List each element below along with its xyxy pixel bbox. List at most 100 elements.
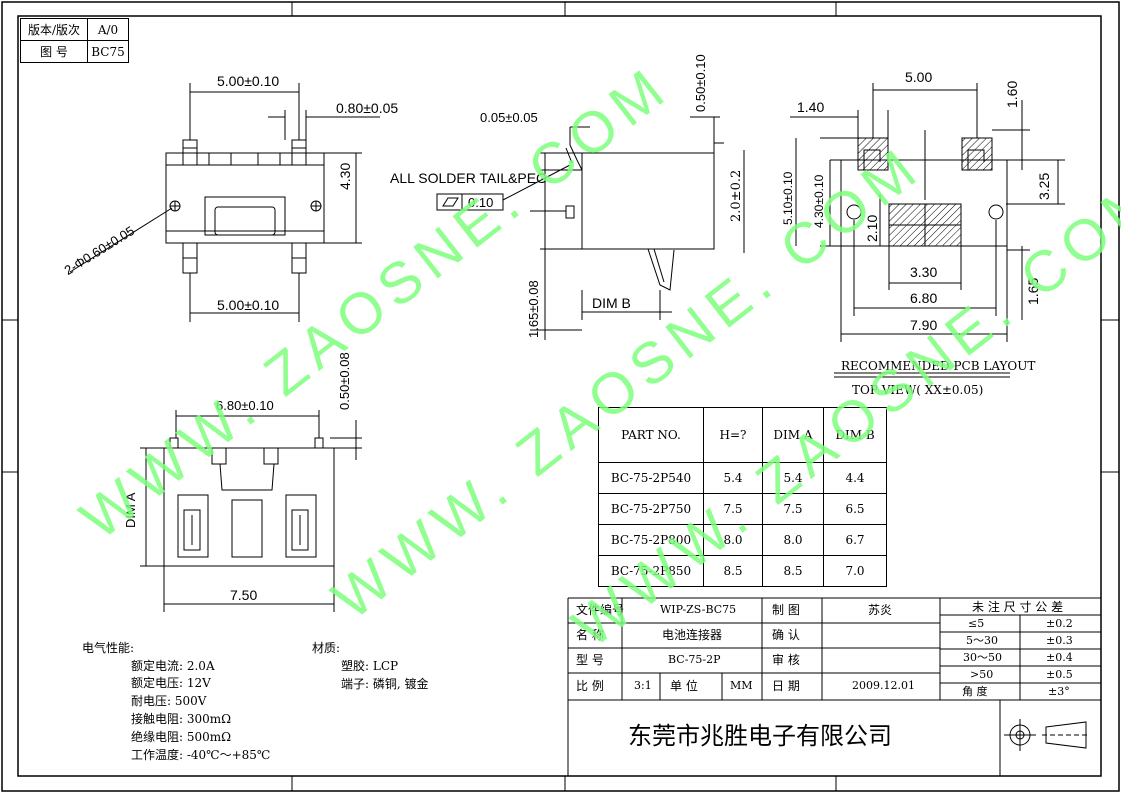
pcb-vert-1: 5.10±0.10: [781, 171, 795, 225]
name-value: 电池连接器: [662, 628, 723, 642]
pcb-pad-width: 1.40: [797, 99, 825, 115]
dim-lead-gap: 0.05±0.05: [480, 110, 538, 125]
drawn-label: 制 图: [772, 603, 800, 617]
part-no-cell: BC-75-2P540: [598, 462, 704, 494]
h-cell: 8.5: [703, 555, 763, 587]
parts-header: H=?: [703, 407, 763, 463]
tolerance-title: 未 注 尺 寸 公 差: [972, 600, 1064, 614]
unit-label: 单 位: [670, 679, 698, 693]
version-value: A/0: [87, 18, 129, 41]
scale-label: 比 例: [576, 679, 604, 693]
tolerance-range: 30～50: [963, 651, 1002, 664]
revision-block: 版本/版次 A/0 图 号 BC75: [20, 18, 129, 63]
pcb-pad-pitch: 5.00: [905, 69, 933, 85]
tolerance-value: ±0.2: [1046, 617, 1073, 630]
parts-table: PART NO. H=? DIM A DIM B BC-75-2P540 5.4…: [598, 407, 887, 587]
pcb-subtitle: TOP VIEW( XX±0.05): [852, 383, 984, 397]
tolerance-range: 5～30: [966, 634, 998, 647]
dim-a-label: DIM A: [123, 492, 138, 528]
dim-top-height: 4.30: [337, 162, 353, 190]
materials-line: 端子: 磷铜, 镀金: [341, 677, 429, 691]
dim-lead-thickness: 0.50±0.10: [693, 54, 708, 112]
table-row: BC-75-2P540 5.4 5.4 4.4: [598, 462, 887, 494]
h-cell: 8.0: [703, 524, 763, 556]
dim-front-lead: 0.50±0.08: [337, 352, 352, 410]
pcb-pad-length: 1.60: [1004, 80, 1020, 108]
parts-header: DIM B: [823, 407, 887, 463]
date-value: 2009.12.01: [852, 679, 915, 692]
electrical-line: 额定电压: 12V: [131, 676, 211, 690]
dim-a-cell: 7.5: [762, 493, 824, 525]
pcb-right-small: 1.65: [1025, 277, 1041, 305]
part-no-cell: BC-75-2P750: [598, 493, 704, 525]
dim-b-cell: 6.7: [823, 524, 887, 556]
materials-title: 材质:: [312, 641, 341, 655]
date-label: 日 期: [772, 679, 800, 693]
dim-a-cell: 5.4: [762, 462, 824, 494]
part-no-cell: BC-75-2P850: [598, 555, 704, 587]
top-view-drawing: [69, 83, 380, 322]
tolerance-range: 角 度: [962, 685, 988, 698]
dim-pin-width: 0.80±0.05: [336, 100, 399, 116]
table-row: BC-75-2P750 7.5 7.5 6.5: [598, 493, 887, 525]
company-name: 东莞市兆胜电子有限公司: [628, 722, 892, 750]
drawing-no-label: 图 号: [20, 40, 88, 63]
electrical-title: 电气性能:: [82, 641, 135, 655]
drawn-value: 苏炎: [868, 603, 893, 617]
drawing-no-value: BC75: [87, 40, 129, 63]
dim-b-label: DIM B: [592, 295, 631, 311]
file-no-label: 文件编号: [576, 603, 625, 617]
tolerance-range: >50: [970, 668, 994, 681]
dim-a-cell: 8.0: [762, 524, 824, 556]
h-cell: 5.4: [703, 462, 763, 494]
pcb-center-pad: 3.30: [910, 264, 938, 280]
parts-header: PART NO.: [598, 407, 704, 463]
dim-b-cell: 6.5: [823, 493, 887, 525]
unit-value: MM: [730, 679, 753, 692]
pcb-vert-2: 4.30±0.10: [812, 174, 826, 228]
tolerance-value: ±3°: [1048, 685, 1070, 698]
table-row: BC-75-2P800 8.0 8.0 6.7: [598, 524, 887, 556]
front-view-drawing: [140, 410, 362, 612]
pcb-pad-height: 2.10: [864, 214, 880, 242]
flatness-value: 0.10: [468, 195, 494, 210]
dim-b-cell: 7.0: [823, 555, 887, 587]
tolerance-value: ±0.3: [1046, 634, 1073, 647]
electrical-line: 耐电压: 500V: [131, 694, 207, 708]
h-cell: 7.5: [703, 493, 763, 525]
tolerance-range: ≤5: [968, 617, 985, 630]
table-row: BC-75-2P850 8.5 8.5 7.0: [598, 555, 887, 587]
pcb-overall: 7.90: [910, 317, 938, 333]
electrical-line: 接触电阻: 300mΩ: [131, 712, 232, 726]
model-value: BC-75-2P: [668, 653, 721, 666]
electrical-line: 工作温度: -40℃～+85℃: [131, 748, 271, 762]
name-label: 名 称: [576, 628, 604, 642]
part-no-cell: BC-75-2P800: [598, 524, 704, 556]
dim-height-tol: 2.0±0.2: [729, 169, 744, 222]
pcb-row-offset: 3.25: [1036, 172, 1052, 200]
materials-line: 塑胶: LCP: [341, 659, 399, 673]
dim-a-cell: 8.5: [762, 555, 824, 587]
electrical-line: 绝缘电阻: 500mΩ: [131, 730, 232, 744]
file-no-value: WIP-ZS-BC75: [660, 603, 737, 616]
version-label: 版本/版次: [20, 18, 88, 41]
parts-header: DIM A: [762, 407, 824, 463]
title-block-lines: [567, 597, 1101, 776]
electrical-line: 额定电流: 2.0A: [131, 659, 215, 673]
model-label: 型 号: [576, 653, 604, 667]
side-view-drawing: [436, 116, 745, 340]
scale-value: 3:1: [634, 679, 652, 692]
dim-body-width: 7.50: [230, 587, 258, 603]
pcb-hole-pitch: 6.80: [910, 290, 938, 306]
dim-front-width: 6.80±0.10: [216, 398, 274, 413]
tolerance-value: ±0.5: [1046, 668, 1073, 681]
pcb-title: RECOMMENDED PCB LAYOUT: [841, 359, 1036, 373]
pcb-layout-drawing: [790, 83, 1065, 378]
dim-bottom-width: 5.00±0.10: [217, 297, 280, 313]
solder-note: ALL SOLDER TAIL&PEG: [390, 170, 547, 186]
dim-b-cell: 4.4: [823, 462, 887, 494]
dim-standoff: 1.65±0.08: [526, 280, 541, 338]
confirm-label: 确 认: [772, 628, 800, 642]
